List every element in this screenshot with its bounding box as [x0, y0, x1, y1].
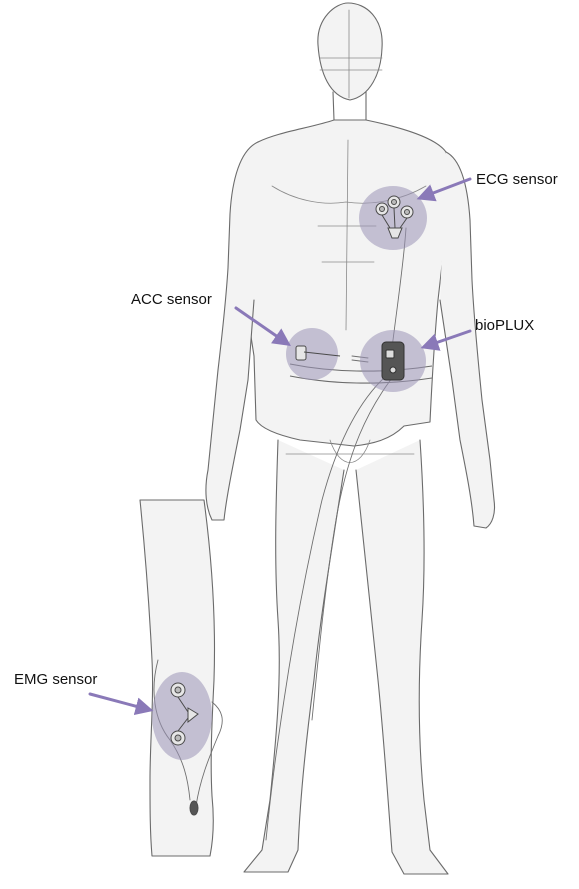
acc-device-icon	[296, 346, 306, 360]
emg-arrow	[90, 694, 150, 710]
acc-sensor-highlight	[286, 328, 338, 380]
human-figure-sketch	[206, 3, 495, 874]
acc-sensor-label: ACC sensor	[131, 292, 212, 307]
emg-sensor-label: EMG sensor	[14, 672, 97, 687]
ecg-sensor-label: ECG sensor	[476, 172, 558, 187]
device-icon	[382, 342, 404, 380]
bioplux-label: bioPLUX	[475, 318, 534, 333]
